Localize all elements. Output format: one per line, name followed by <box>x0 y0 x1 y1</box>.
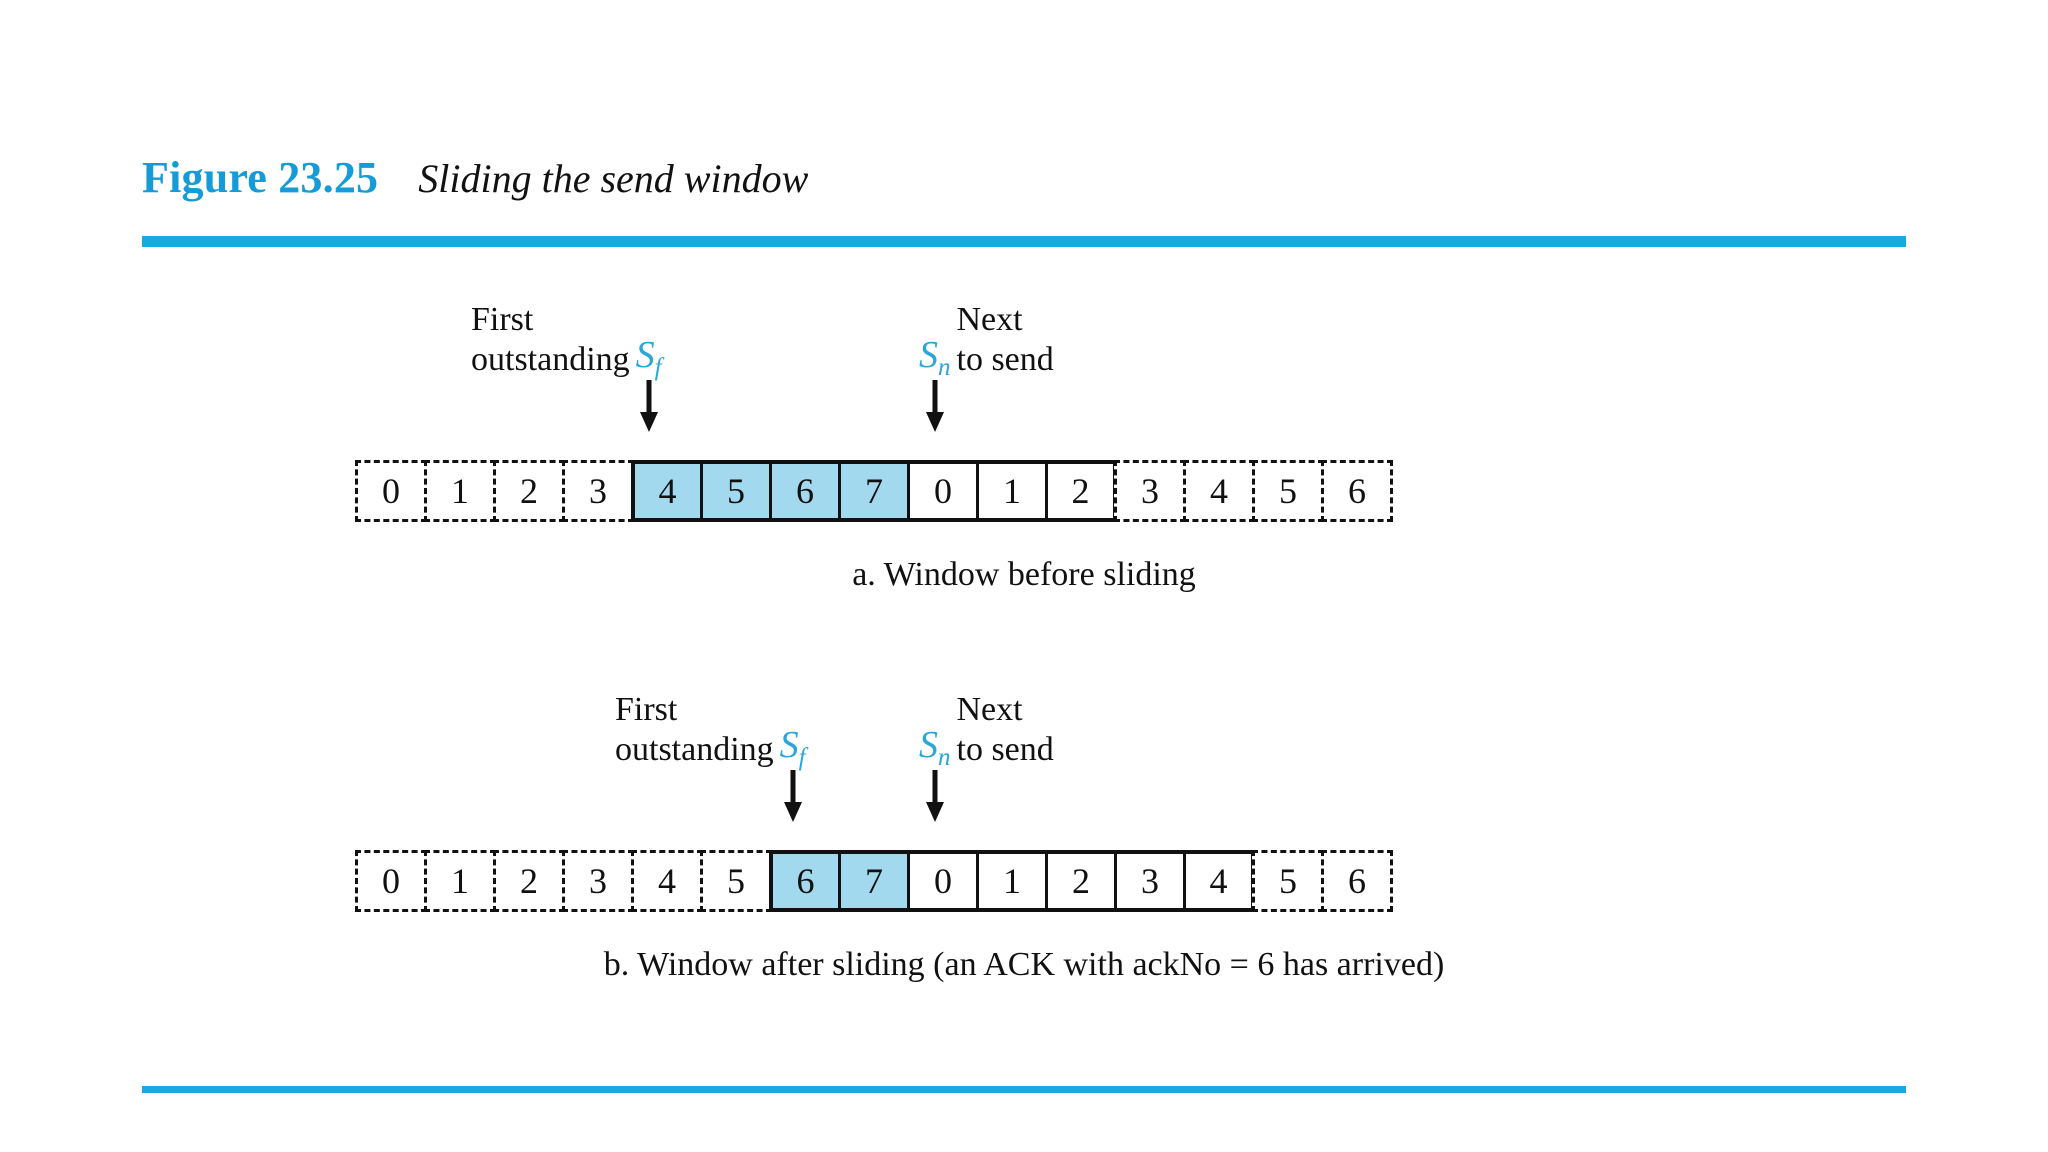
next-to-send-line1-a: Next <box>956 301 1023 338</box>
figure-title: Sliding the send window <box>418 156 809 201</box>
first-outstanding-line1-b: First <box>615 691 678 728</box>
sn-arrow-shaft-a <box>932 380 938 417</box>
sn-symbol-sub-b: n <box>938 744 951 772</box>
sequence-cell: 6 <box>1321 850 1393 912</box>
sf-arrow-shaft-b <box>790 770 796 807</box>
marker-row-sn-a: Sn Next to send <box>913 300 1054 380</box>
sequence-cell: 4 <box>1183 850 1255 912</box>
sequence-cell: 6 <box>769 460 841 522</box>
marker-layer-b: First outstanding Sf Sn Next to send <box>0 690 2048 850</box>
sequence-cell: 5 <box>1252 850 1324 912</box>
sequence-cell: 7 <box>838 850 910 912</box>
sf-symbol-sub-a: f <box>654 354 662 382</box>
header-rule <box>142 236 1906 247</box>
figure-header: Figure 23.25 Sliding the send window <box>142 152 1906 203</box>
sequence-cell: 0 <box>907 850 979 912</box>
sequence-cell: 2 <box>493 460 565 522</box>
sequence-cell: 5 <box>700 850 772 912</box>
next-to-send-line1-b: Next <box>956 691 1023 728</box>
sequence-cell: 1 <box>976 850 1048 912</box>
marker-group-sf-a: First outstanding Sf <box>471 300 668 433</box>
sn-symbol-sub-a: n <box>938 354 951 382</box>
sn-arrow-b <box>926 770 944 823</box>
sequence-cell: 1 <box>424 460 496 522</box>
sn-arrow-head-b <box>926 802 944 823</box>
sn-symbol-b: Sn <box>913 726 957 770</box>
marker-row-sf-b: First outstanding Sf <box>615 690 812 770</box>
sequence-cell: 0 <box>355 460 427 522</box>
first-outstanding-line2-b: outstanding <box>615 731 774 769</box>
sequence-cell: 4 <box>631 460 703 522</box>
marker-layer-a: First outstanding Sf Sn Next to send <box>0 300 2048 460</box>
diagram-panel-before-sliding: First outstanding Sf Sn Next to send <box>0 300 2048 594</box>
sequence-cell: 2 <box>1045 850 1117 912</box>
sequence-cell: 6 <box>1321 460 1393 522</box>
footer-rule <box>142 1086 1906 1093</box>
marker-row-sn-b: Sn Next to send <box>913 690 1054 770</box>
sf-symbol-letter-b: S <box>779 724 799 767</box>
sn-arrow-shaft-b <box>932 770 938 807</box>
sequence-cell: 3 <box>1114 460 1186 522</box>
diagram-panel-after-sliding: First outstanding Sf Sn Next to send <box>0 690 2048 984</box>
sf-symbol-b: Sf <box>774 726 812 770</box>
sequence-cell: 3 <box>1114 850 1186 912</box>
sf-arrow-b <box>784 770 802 823</box>
sequence-cell: 2 <box>493 850 565 912</box>
first-outstanding-label-b: First outstanding <box>615 690 774 770</box>
figure-number: Figure 23.25 <box>142 153 379 202</box>
first-outstanding-line2-a: outstanding <box>471 341 630 379</box>
next-to-send-label-a: Next to send <box>957 300 1054 380</box>
marker-group-sf-b: First outstanding Sf <box>615 690 812 823</box>
sequence-cell: 0 <box>355 850 427 912</box>
sequence-cell: 2 <box>1045 460 1117 522</box>
sequence-cell: 3 <box>562 850 634 912</box>
marker-group-sn-a: Sn Next to send <box>913 300 1054 433</box>
next-to-send-label-b: Next to send <box>957 690 1054 770</box>
sequence-cell: 6 <box>769 850 841 912</box>
sequence-cell: 0 <box>907 460 979 522</box>
sn-symbol-letter-b: S <box>919 724 938 767</box>
sf-arrow-head-b <box>784 802 802 823</box>
caption-before-sliding: a. Window before sliding <box>852 556 1196 593</box>
first-outstanding-label-a: First outstanding <box>471 300 630 380</box>
sequence-cell: 1 <box>424 850 496 912</box>
sequence-cell: 4 <box>1183 460 1255 522</box>
sf-symbol-sub-b: f <box>798 744 806 772</box>
sn-symbol-letter-a: S <box>919 334 938 377</box>
sf-arrow-shaft-a <box>646 380 652 417</box>
sequence-cell: 4 <box>631 850 703 912</box>
marker-group-sn-b: Sn Next to send <box>913 690 1054 823</box>
sequence-cell: 5 <box>1252 460 1324 522</box>
sequence-cell: 1 <box>976 460 1048 522</box>
sequence-cell: 7 <box>838 460 910 522</box>
sequence-cell: 5 <box>700 460 772 522</box>
sequence-cell: 3 <box>562 460 634 522</box>
sn-symbol-a: Sn <box>913 336 957 380</box>
sf-arrow-a <box>640 380 658 433</box>
sf-symbol-a: Sf <box>630 336 668 380</box>
sf-symbol-letter-a: S <box>635 334 655 377</box>
sn-arrow-head-a <box>926 412 944 433</box>
caption-after-sliding: b. Window after sliding (an ACK with ack… <box>603 946 1445 983</box>
marker-row-sf-a: First outstanding Sf <box>471 300 668 380</box>
sf-arrow-head-a <box>640 412 658 433</box>
sn-arrow-a <box>926 380 944 433</box>
next-to-send-line2-a: to send <box>956 341 1054 379</box>
first-outstanding-line1-a: First <box>471 301 534 338</box>
next-to-send-line2-b: to send <box>956 731 1054 769</box>
